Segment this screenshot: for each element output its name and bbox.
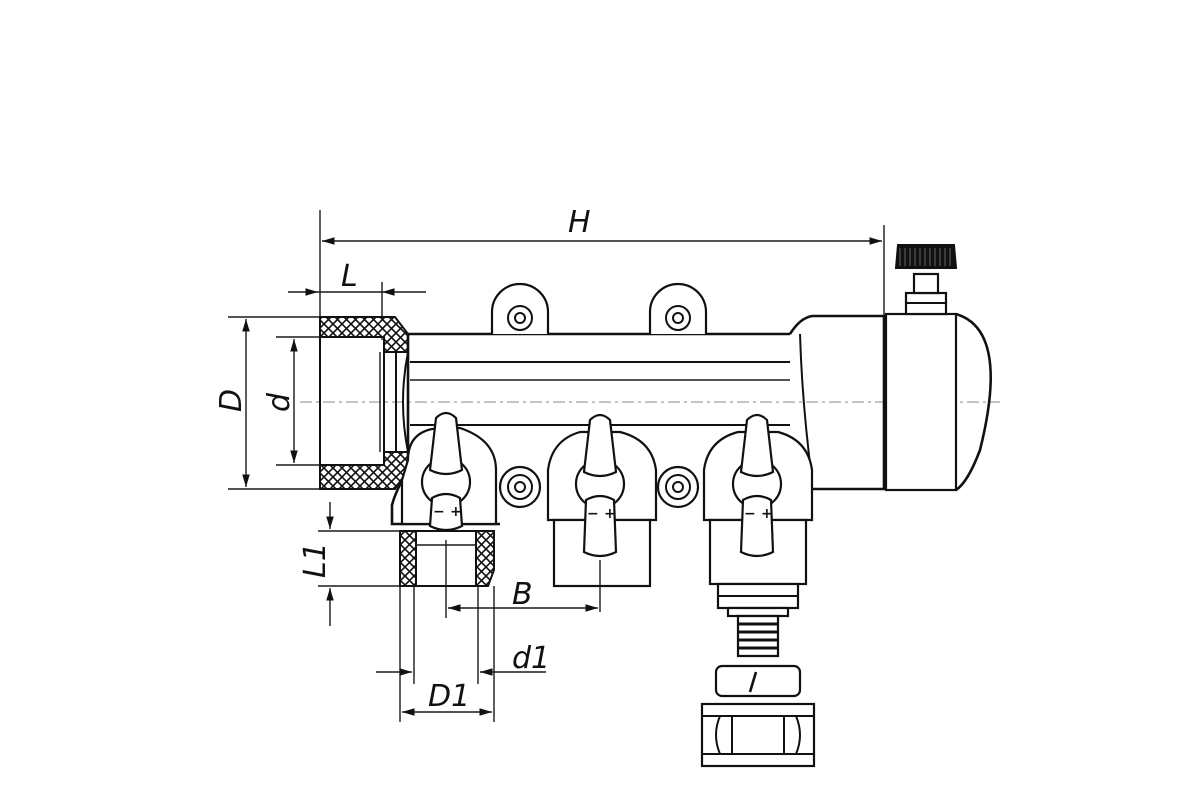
dimension-label-d: d xyxy=(262,392,297,412)
valve-plus-label: + xyxy=(761,506,773,522)
valve-plus-label: + xyxy=(450,504,462,520)
dimension-label-D1: D1 xyxy=(428,679,470,714)
air-vent-knob-icon xyxy=(894,244,958,269)
valve-minus-label: − xyxy=(587,506,599,522)
valve-handle-1[interactable]: − + xyxy=(420,411,472,532)
drain-port-1 xyxy=(498,465,542,509)
end-cap xyxy=(884,312,992,492)
valve-plus-label: + xyxy=(604,506,616,522)
air-vent-valve xyxy=(894,244,958,316)
valve-minus-label: − xyxy=(744,506,756,522)
left-inlet-fitting xyxy=(319,316,409,490)
valve-handle-2[interactable]: − + xyxy=(574,413,626,558)
dimension-D: D xyxy=(214,316,322,490)
outlet-3: − + xyxy=(700,413,816,768)
outlet-2: − + xyxy=(546,413,658,612)
dimension-L: L xyxy=(288,259,426,340)
dimension-label-D: D xyxy=(214,389,249,412)
dimension-H: H xyxy=(319,205,885,318)
dimension-label-H: H xyxy=(568,205,591,240)
valve-handle-3[interactable]: − + xyxy=(731,413,783,558)
valve-minus-label: − xyxy=(433,504,445,520)
dimension-label-L1: L1 xyxy=(298,542,333,578)
dimension-L1: L1 xyxy=(298,502,400,626)
mounting-lug-2 xyxy=(648,282,708,334)
dimension-label-d1: d1 xyxy=(512,641,550,676)
dimension-label-B: B xyxy=(512,577,533,612)
dimension-D1: D1 xyxy=(399,586,495,722)
compression-fitting xyxy=(700,582,816,768)
mounting-lug-1 xyxy=(490,282,550,334)
dimension-label-L: L xyxy=(341,259,358,294)
dimension-B: B xyxy=(445,540,598,618)
drain-port-2 xyxy=(656,465,700,509)
dimension-d1: d1 xyxy=(376,586,550,684)
outlet-1: − + xyxy=(399,411,498,587)
